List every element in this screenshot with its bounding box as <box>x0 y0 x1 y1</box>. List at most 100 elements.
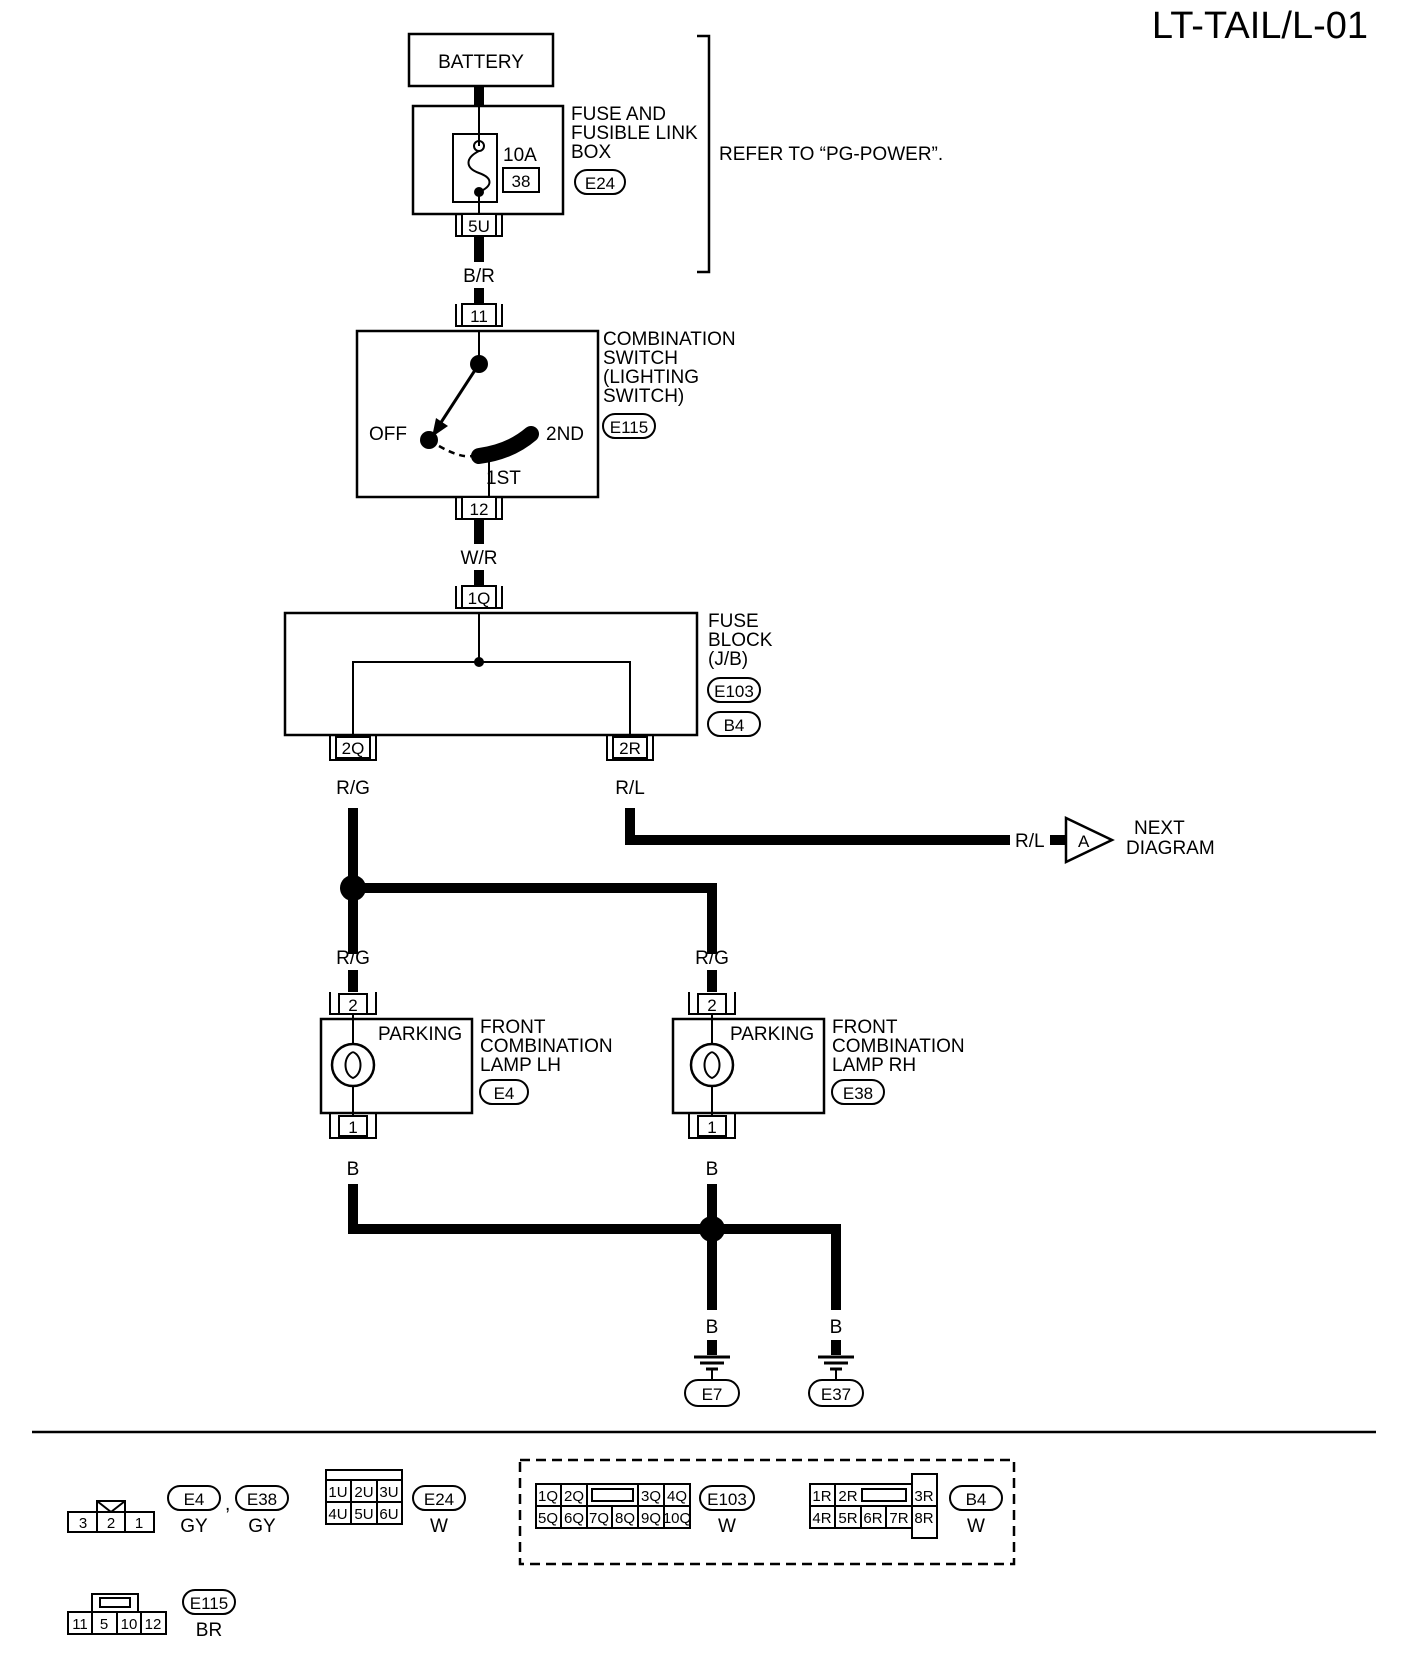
wire-label-rg-lh: R/G <box>336 948 370 969</box>
fuse-rating: 10A <box>503 145 537 166</box>
svg-text:2R: 2R <box>838 1488 857 1505</box>
svg-text:3R: 3R <box>914 1488 933 1505</box>
fuse-block-connector-e103: E103 <box>714 682 754 701</box>
ground-e7-label: E7 <box>702 1385 723 1404</box>
combination-switch-box[interactable]: OFF 2ND 1ST <box>355 329 600 499</box>
svg-text:12: 12 <box>470 500 489 519</box>
ground-badge-e7[interactable]: E7 <box>684 1379 740 1407</box>
connector-badge-b4[interactable]: B4 <box>707 711 761 737</box>
fuse-number: 38 <box>512 172 531 191</box>
next-diagram-marker: A <box>1078 832 1090 851</box>
connector-badge-e115[interactable]: E115 <box>602 413 656 439</box>
fuse-link-box[interactable]: 10A 38 <box>411 104 565 216</box>
svg-text:10: 10 <box>121 1616 138 1633</box>
battery-box[interactable]: BATTERY <box>407 32 555 88</box>
svg-text:2: 2 <box>348 996 357 1015</box>
connector-badge-e4[interactable]: E4 <box>479 1079 529 1105</box>
legend-color-e4: GY <box>180 1516 208 1537</box>
front-lamp-rh-box[interactable]: PARKING <box>671 1014 826 1118</box>
ground-e7-icon <box>694 1355 730 1380</box>
front-lamp-lh-box[interactable]: PARKING <box>319 1014 474 1118</box>
bulb-icon <box>330 1042 376 1088</box>
wire-label-b-rh: B <box>706 1159 719 1180</box>
wire-label-wr: W/R <box>461 548 498 569</box>
svg-text:1Q: 1Q <box>538 1488 558 1505</box>
svg-text:E103: E103 <box>707 1490 747 1509</box>
svg-text:5: 5 <box>100 1616 108 1633</box>
switch-connector: E115 <box>610 418 648 437</box>
wire-label-rg-rh: R/G <box>695 948 729 969</box>
wire-label-b-e37: B <box>830 1317 843 1338</box>
svg-text:4R: 4R <box>812 1510 831 1527</box>
fuse-box-name-2: FUSIBLE LINK <box>571 123 698 144</box>
switch-name-1: COMBINATION <box>603 329 736 350</box>
svg-text:5R: 5R <box>838 1510 857 1527</box>
svg-text:E38: E38 <box>247 1490 277 1509</box>
svg-text:2: 2 <box>707 996 716 1015</box>
page-code: LT-TAIL/L-01 <box>1152 5 1368 47</box>
pin-2q: 2Q <box>329 735 377 761</box>
svg-text:7Q: 7Q <box>589 1510 609 1527</box>
switch-pos-2nd: 2ND <box>546 424 584 445</box>
legend-fuse-block-group <box>518 1458 1016 1566</box>
svg-text:5Q: 5Q <box>538 1510 558 1527</box>
svg-text:11: 11 <box>470 307 488 326</box>
connector-badge-e24[interactable]: E24 <box>574 169 626 195</box>
svg-text:3: 3 <box>79 1515 87 1532</box>
legend-separator: , <box>225 1494 230 1515</box>
pin-lh-1: 1 <box>329 1113 377 1139</box>
legend-badge-e24[interactable]: E24 <box>412 1485 466 1511</box>
switch-name-2: SWITCH <box>603 348 678 369</box>
fuse-block-box[interactable] <box>283 611 699 737</box>
svg-text:6R: 6R <box>863 1510 882 1527</box>
svg-text:10Q: 10Q <box>663 1510 691 1527</box>
svg-text:4U: 4U <box>328 1506 347 1523</box>
fuse-block-name-1: FUSE <box>708 611 759 632</box>
fuse-block-name-2: BLOCK <box>708 630 773 651</box>
legend-switch-connector: 11 5 10 12 <box>67 1593 167 1635</box>
legend-badge-e38[interactable]: E38 <box>235 1485 289 1511</box>
svg-text:3U: 3U <box>379 1484 398 1501</box>
refer-bracket <box>697 34 711 274</box>
ground-e37-icon <box>818 1355 854 1380</box>
switch-pos-1st: 1ST <box>486 468 521 489</box>
pin-11: 11 <box>455 303 503 327</box>
legend-badge-e103[interactable]: E103 <box>699 1485 755 1511</box>
svg-text:7R: 7R <box>889 1510 908 1527</box>
legend-badge-e4[interactable]: E4 <box>167 1485 221 1511</box>
pin-rh-1: 1 <box>688 1113 736 1139</box>
connector-badge-e103[interactable]: E103 <box>707 677 761 703</box>
pin-2r: 2R <box>606 735 654 761</box>
ground-badge-e37[interactable]: E37 <box>808 1379 864 1407</box>
svg-text:8R: 8R <box>914 1510 933 1527</box>
lamp-lh-connector: E4 <box>494 1084 515 1103</box>
legend-color-e38: GY <box>248 1516 276 1537</box>
pin-12: 12 <box>455 496 503 520</box>
svg-text:2R: 2R <box>619 739 641 758</box>
next-diagram-arrow-icon[interactable]: A <box>1064 816 1115 864</box>
legend-color-e103: W <box>718 1516 736 1537</box>
wire-label-rl-next: R/L <box>1015 831 1045 852</box>
pin-1q: 1Q <box>455 585 503 609</box>
connector-badge-e38[interactable]: E38 <box>831 1079 885 1105</box>
switch-pos-off: OFF <box>369 424 407 445</box>
legend-lamp-connector: 3 2 1 <box>67 1500 155 1533</box>
svg-text:E4: E4 <box>184 1490 205 1509</box>
legend-fuse-box-connector: 1U 2U 3U 4U 5U 6U <box>325 1469 403 1525</box>
lamp-lh-name-2: COMBINATION <box>480 1036 613 1057</box>
lamp-rh-inner-label: PARKING <box>730 1024 814 1045</box>
lamp-lh-inner-label: PARKING <box>378 1024 462 1045</box>
svg-text:2U: 2U <box>354 1484 373 1501</box>
fuse-box-connector: E24 <box>585 174 615 193</box>
wire-label-b-lh: B <box>347 1159 360 1180</box>
next-diagram-label-2: DIAGRAM <box>1126 838 1215 859</box>
legend-badge-e115[interactable]: E115 <box>182 1589 236 1615</box>
legend-badge-b4[interactable]: B4 <box>949 1485 1003 1511</box>
ground-e37-label: E37 <box>821 1385 851 1404</box>
lamp-lh-name-3: LAMP LH <box>480 1055 561 1076</box>
svg-text:3Q: 3Q <box>641 1488 661 1505</box>
svg-text:5U: 5U <box>468 217 490 236</box>
svg-text:2Q: 2Q <box>342 739 365 758</box>
svg-text:1: 1 <box>348 1118 357 1137</box>
svg-text:1R: 1R <box>812 1488 831 1505</box>
